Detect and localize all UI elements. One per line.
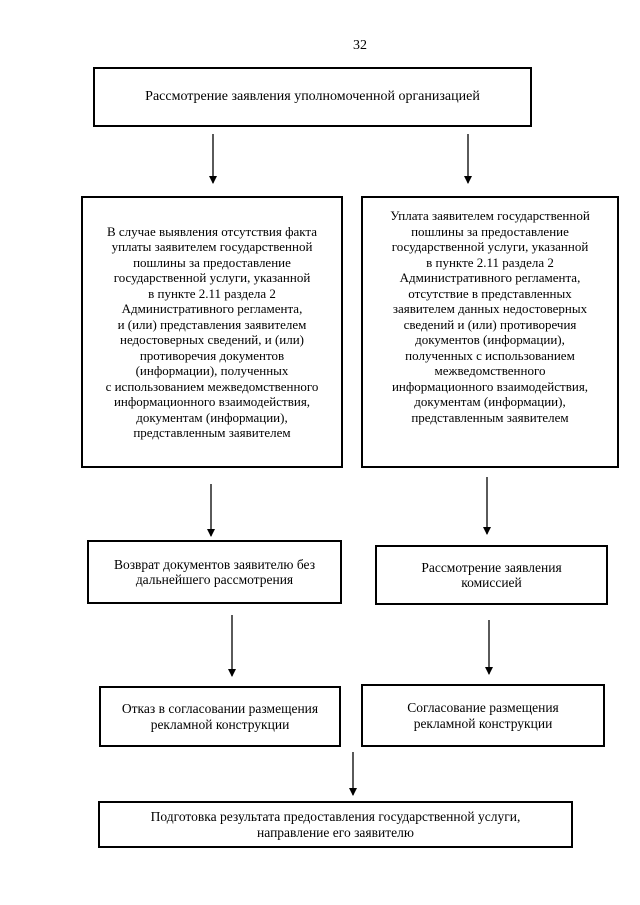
commission-review-text: Рассмотрение заявления комиссией [421, 559, 562, 591]
payment-confirmed-condition-box: Уплата заявителем государственной пошлин… [361, 196, 619, 468]
page-number: 32 [353, 38, 367, 53]
approval-box: Согласование размещения рекламной констр… [361, 684, 605, 747]
result-preparation-box: Подготовка результата предоставления гос… [98, 801, 573, 848]
refusal-box: Отказ в согласовании размещения рекламно… [99, 686, 341, 747]
no-payment-condition-text: В случае выявления отсутствия факта упла… [105, 223, 319, 441]
approval-text: Согласование размещения рекламной констр… [407, 700, 559, 731]
refusal-text: Отказ в согласовании размещения рекламно… [121, 701, 319, 732]
review-by-organization-text: Рассмотрение заявления уполномоченной ор… [145, 89, 480, 105]
return-documents-text: Возврат документов заявителю без дальней… [113, 556, 316, 588]
commission-review-box: Рассмотрение заявления комиссией [375, 545, 608, 605]
no-payment-condition-box: В случае выявления отсутствия факта упла… [81, 196, 343, 468]
return-documents-box: Возврат документов заявителю без дальней… [87, 540, 342, 604]
result-preparation-text: Подготовка результата предоставления гос… [150, 808, 521, 840]
payment-confirmed-condition-text: Уплата заявителем государственной пошлин… [390, 208, 590, 425]
review-by-organization-box: Рассмотрение заявления уполномоченной ор… [93, 67, 532, 127]
